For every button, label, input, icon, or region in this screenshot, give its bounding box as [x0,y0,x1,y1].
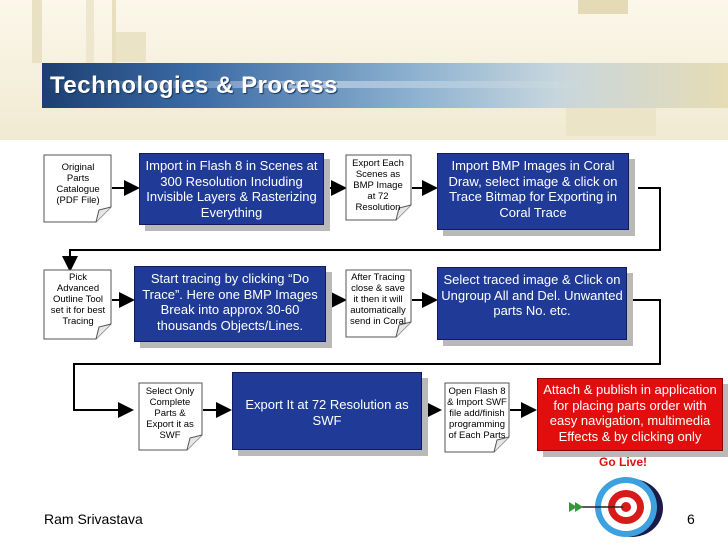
deco-square [578,0,628,14]
title-bar [42,63,728,108]
final-box-publish: Attach & publish in application for plac… [537,378,723,451]
process-box-import-flash: Import in Flash 8 in Scenes at 300 Resol… [139,153,324,225]
process-box-export-swf: Export It at 72 Resolution as SWF [232,372,422,450]
note-shape [43,154,112,223]
note-after-tracing: After Tracing close & save it then it wi… [350,272,406,327]
deco-square [116,32,146,62]
target-icon [569,477,663,537]
deco-square [86,0,94,63]
process-box-start-tracing: Start tracing by clicking “Do Trace”. He… [134,266,326,342]
slide-title: Technologies & Process [50,72,338,99]
deco-square [32,0,42,63]
note-select-parts: Select Only Complete Parts & Export it a… [145,386,195,441]
page-number: 6 [687,511,695,527]
note-open-flash: Open Flash 8 & Import SWF file add/finis… [447,386,507,441]
note-advanced-outline: Pick Advanced Outline Tool set it for be… [50,272,106,327]
connector [73,299,661,418]
note-shape [138,382,203,451]
note-shape [444,382,510,453]
note-shape [345,269,412,338]
connector [62,187,661,272]
deco-square [112,0,116,63]
process-box-ungroup: Select traced image & Click on Ungroup A… [437,267,627,340]
note-export-bmp: Export Each Scenes as BMP Image at 72 Re… [352,158,404,213]
note-shape [43,269,112,340]
footer-author: Ram Srivastava [44,511,143,527]
process-box-import-bmp: Import BMP Images in Coral Draw, select … [437,153,629,230]
deco-square [566,108,656,136]
go-live-label: Go Live! [599,455,648,469]
note-original-catalogue: Original Parts Catalogue (PDF File) [56,162,100,206]
note-shape [345,154,412,221]
